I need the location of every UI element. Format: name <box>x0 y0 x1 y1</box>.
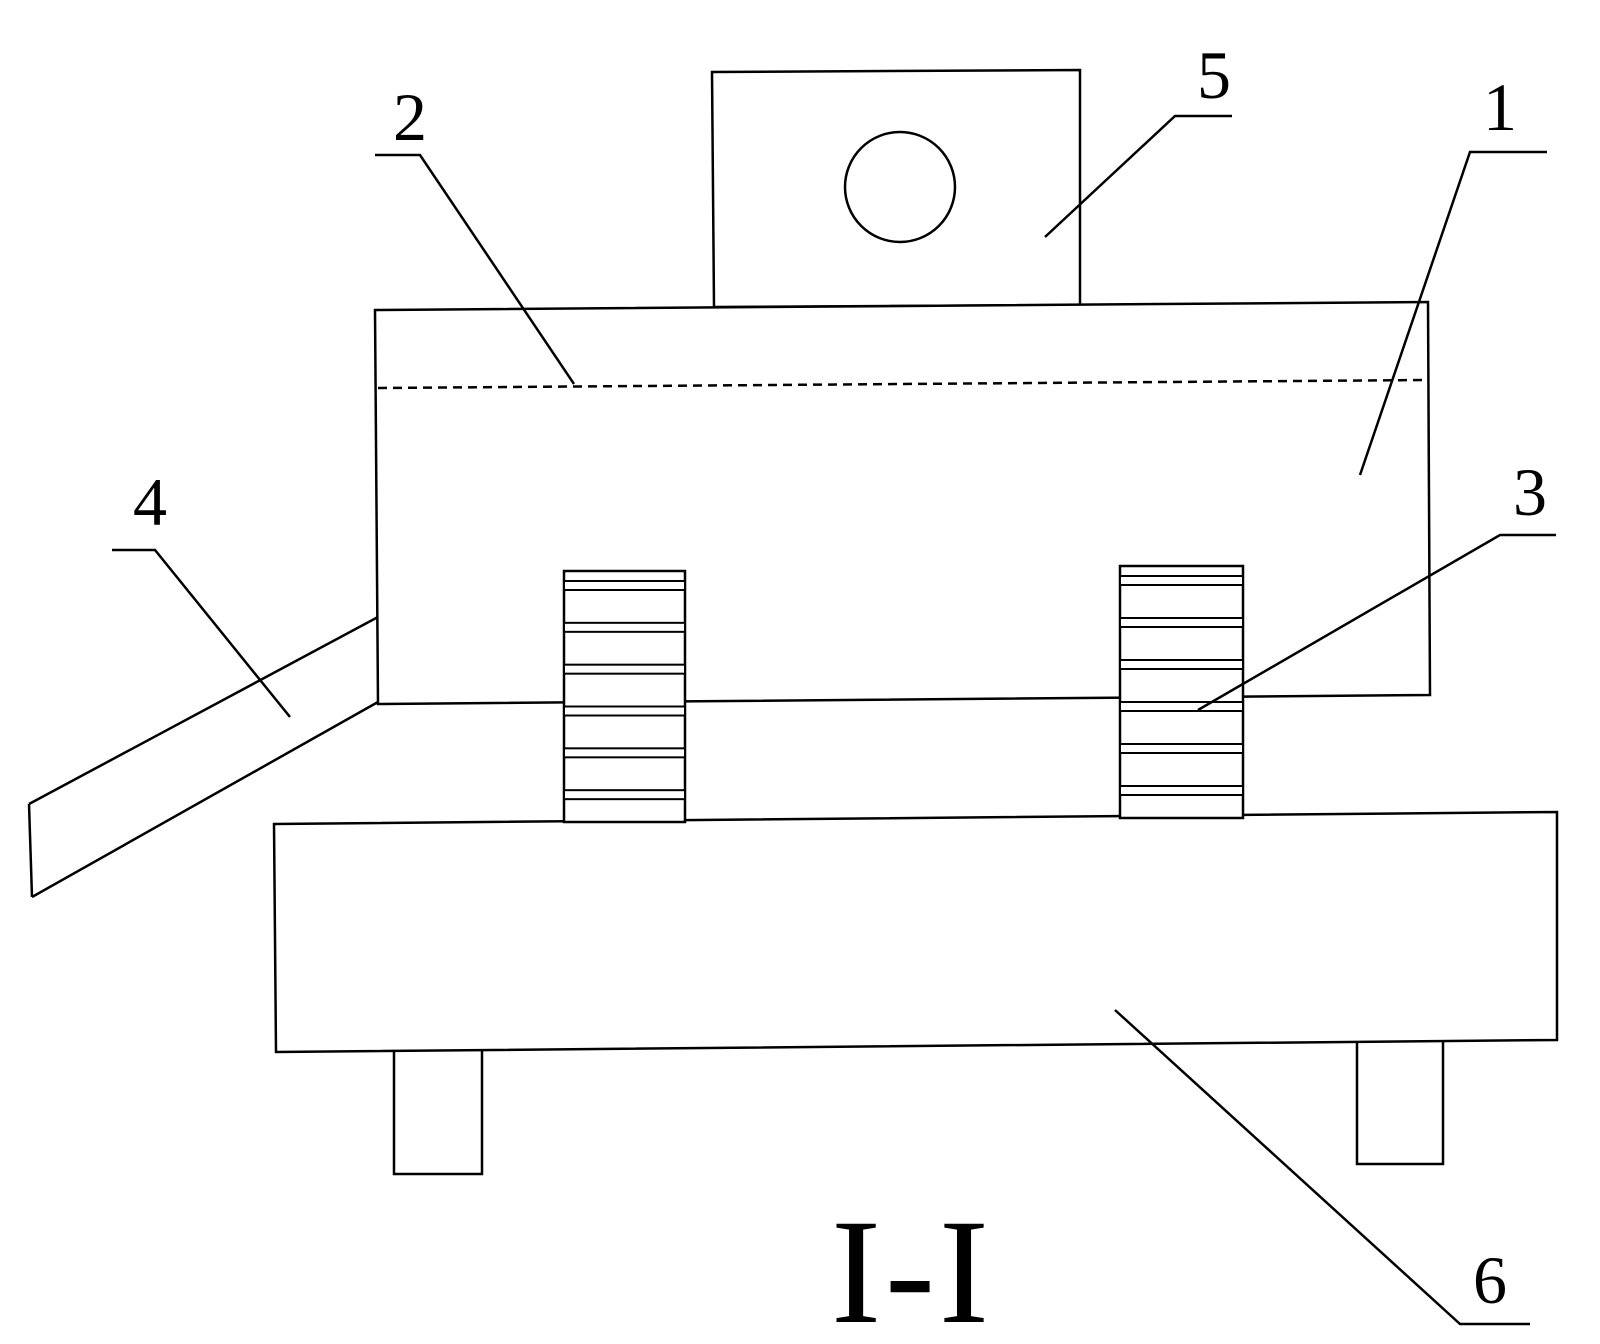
inclined-chute <box>27 615 379 899</box>
bracket-hole <box>843 130 957 244</box>
label-part-5: 5 <box>1197 37 1231 113</box>
column-rib <box>563 705 686 717</box>
column-rib <box>563 621 686 633</box>
dashed-line <box>377 378 1429 390</box>
label-part-4: 4 <box>133 464 167 540</box>
leader-4 <box>112 548 291 718</box>
column-body <box>562 569 687 824</box>
leader-2 <box>375 153 576 385</box>
top-bracket <box>710 68 1082 309</box>
column-rib <box>563 789 686 801</box>
leader-6 <box>1114 1009 1530 1326</box>
upper-body <box>373 300 1432 706</box>
label-part-3: 3 <box>1513 454 1547 530</box>
leader-3 <box>1197 533 1556 712</box>
ribbed-column-right <box>1118 564 1245 820</box>
column-rib <box>563 580 686 591</box>
foot-left <box>392 1038 484 1176</box>
base-plate <box>272 810 1559 1176</box>
label-part-6: 6 <box>1473 1242 1507 1318</box>
column-rib <box>1119 785 1244 796</box>
leader-5 <box>1044 114 1232 238</box>
leader-1 <box>1358 150 1547 476</box>
label-part-1: 1 <box>1483 69 1517 145</box>
column-rib <box>1119 575 1244 586</box>
foot-right <box>1355 1028 1445 1166</box>
column-body <box>1118 564 1245 820</box>
section-label: I-I <box>831 1189 993 1344</box>
column-rib <box>563 663 686 675</box>
ribbed-column-left <box>562 569 687 824</box>
column-rib <box>1119 701 1244 712</box>
column-rib <box>1119 617 1244 628</box>
leader-lines <box>112 114 1556 1326</box>
column-rib <box>563 747 686 759</box>
column-rib <box>1119 743 1244 754</box>
column-rib <box>1119 659 1244 670</box>
label-part-2: 2 <box>393 79 427 155</box>
